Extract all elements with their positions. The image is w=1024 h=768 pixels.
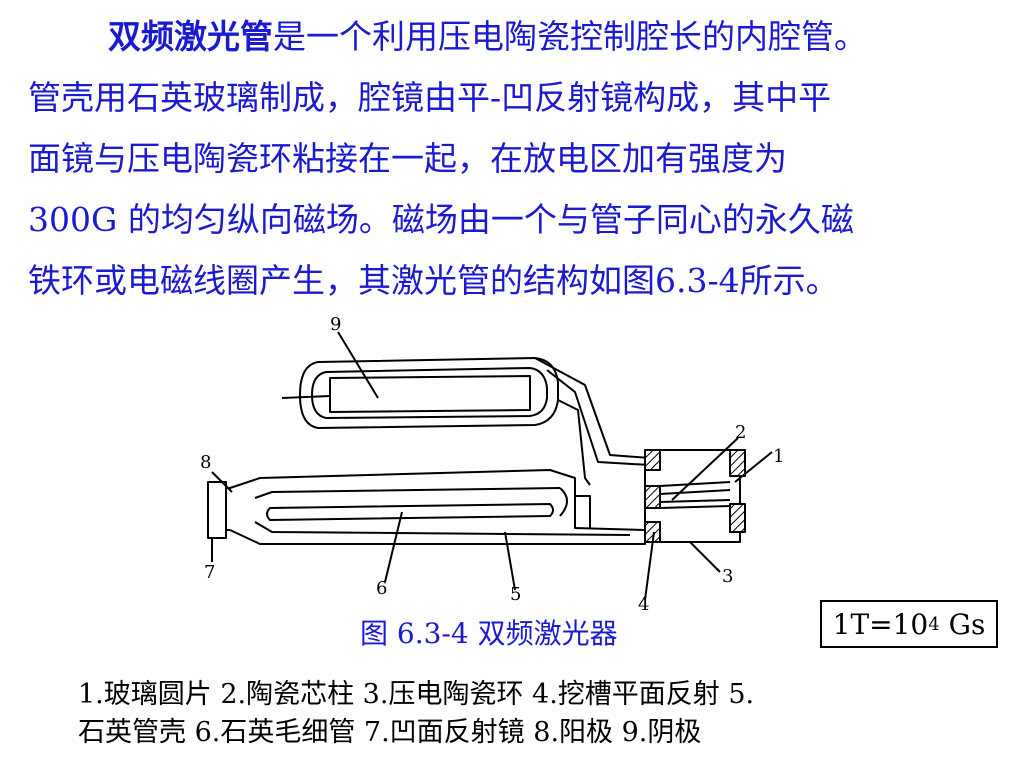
- diagram-label-2: 2: [735, 422, 746, 443]
- capillary-return: [559, 487, 568, 517]
- connecting-tube-inner: [546, 369, 651, 466]
- component-legend: 1.玻璃圆片 2.陶瓷芯柱 3.压电陶瓷环 4.挖槽平面反射 5. 石英管壳 6…: [78, 676, 978, 752]
- highlight-term: 双频激光管: [108, 17, 273, 56]
- paragraph-line-1: 双频激光管是一个利用压电陶瓷控制腔长的内腔管。: [28, 6, 1008, 67]
- mirror-side-tube: [574, 488, 591, 528]
- unit-rest: Gs: [939, 607, 986, 641]
- description-paragraph: 双频激光管是一个利用压电陶瓷控制腔长的内腔管。 管壳用石英玻璃制成，腔镜由平-凹…: [28, 6, 1008, 311]
- anode-cap: [207, 481, 227, 539]
- main-tube-inner-top: [254, 487, 561, 499]
- cathode-bulb-inner: [311, 367, 548, 419]
- main-tube-outer: [229, 469, 646, 545]
- piezo-ring-top: [644, 449, 661, 471]
- diagram-label-6: 6: [376, 578, 387, 599]
- leader-8: [211, 471, 233, 493]
- leader-3: [689, 541, 721, 573]
- connecting-tube-link: [557, 399, 591, 486]
- connecting-tube-outer: [534, 357, 651, 459]
- leader-1: [734, 451, 773, 483]
- figure-caption: 图 6.3-4 双频激光器: [360, 617, 618, 650]
- leader-4: [644, 531, 655, 601]
- unit-exponent: 4: [928, 613, 940, 635]
- diagram-label-7: 7: [204, 562, 215, 583]
- diagram-label-9: 9: [330, 314, 341, 335]
- diagram-label-4: 4: [638, 594, 649, 610]
- paragraph-line-1-text: 是一个利用压电陶瓷控制腔长的内腔管。: [273, 17, 867, 56]
- main-tube-inner-bottom: [254, 521, 631, 536]
- leader-5: [504, 531, 516, 591]
- diagram-label-1: 1: [773, 446, 784, 467]
- mirror-plate-slot: [644, 485, 661, 509]
- paragraph-line-5: 铁环或电磁线圈产生，其激光管的结构如图6.3-4所示。: [28, 261, 839, 300]
- glass-disk-bottom: [729, 503, 746, 533]
- capillary-tube: [266, 503, 554, 521]
- unit-base: 1T=10: [832, 607, 929, 641]
- legend-line-2: 石英管壳 6.石英毛细管 7.凹面反射镜 8.阳极 9.阴极: [78, 717, 702, 748]
- cathode-lead: [281, 395, 331, 399]
- laser-tube-diagram: 1 2 3 4 5 6 7 8 9: [200, 314, 784, 610]
- cathode-electrode: [329, 375, 531, 413]
- leader-9: [337, 331, 379, 399]
- paragraph-line-3: 面镜与压电陶瓷环粘接在一起，在放电区加有强度为: [28, 139, 787, 178]
- diagram-label-5: 5: [510, 584, 521, 605]
- leader-2: [671, 437, 739, 501]
- paragraph-line-2: 管壳用石英玻璃制成，腔镜由平-凹反射镜构成，其中平: [28, 78, 832, 117]
- leader-6: [384, 511, 403, 583]
- diagram-label-3: 3: [722, 566, 733, 587]
- diagram-label-8: 8: [200, 452, 211, 473]
- glass-disk-top: [729, 449, 746, 477]
- ceramic-core-bars: [659, 481, 731, 509]
- paragraph-line-4: 300G 的均匀纵向磁场。磁场由一个与管子同心的永久磁: [28, 200, 854, 239]
- legend-line-1: 1.玻璃圆片 2.陶瓷芯柱 3.压电陶瓷环 4.挖槽平面反射 5.: [78, 679, 755, 710]
